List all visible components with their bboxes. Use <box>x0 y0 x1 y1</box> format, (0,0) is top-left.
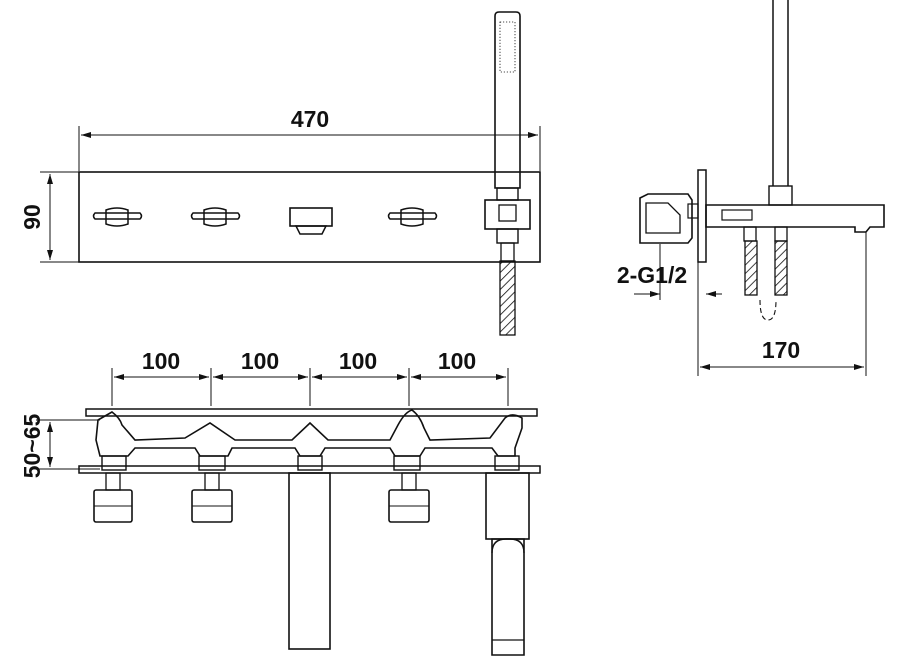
hose-guide <box>485 472 530 656</box>
manifold-body <box>95 409 523 457</box>
deck-thickness-label: 50~65 <box>19 413 45 478</box>
deck-plate <box>78 171 541 263</box>
spout-projection-dimension: 170 <box>697 232 867 376</box>
diverter-knob <box>289 207 333 235</box>
spacing-label-4: 100 <box>438 348 476 374</box>
wall-plate <box>697 169 707 263</box>
side-handle <box>639 193 699 244</box>
thread-dimension: 2-G1/2 <box>617 244 722 300</box>
spacing-dimensions: 100 100 100 100 <box>111 348 509 406</box>
overall-width-label: 470 <box>291 106 329 132</box>
lever-handle-2 <box>190 207 241 227</box>
spacing-label-1: 100 <box>142 348 180 374</box>
spacing-label-3: 100 <box>339 348 377 374</box>
spout-projection-label: 170 <box>762 337 800 363</box>
spout-front <box>288 472 331 650</box>
height-label: 90 <box>19 204 45 230</box>
lever-handle-1 <box>92 207 143 227</box>
top-view: 470 90 <box>19 11 541 336</box>
under-deck-valve-3 <box>388 472 430 523</box>
lever-handle-3 <box>387 207 438 227</box>
hand-shower <box>484 11 531 336</box>
deck-thickness-dimension: 50~65 <box>19 413 100 478</box>
height-dimension: 90 <box>19 171 79 263</box>
spout-side <box>705 204 885 233</box>
under-deck-valve-1 <box>93 472 133 523</box>
front-view: 100 100 100 100 50~65 <box>19 348 541 656</box>
width-dimension: 470 <box>78 106 541 171</box>
spacing-label-2: 100 <box>241 348 279 374</box>
side-view: 2-G1/2 170 <box>617 0 885 376</box>
thread-label: 2-G1/2 <box>617 262 687 288</box>
under-deck-valve-2 <box>191 472 233 523</box>
